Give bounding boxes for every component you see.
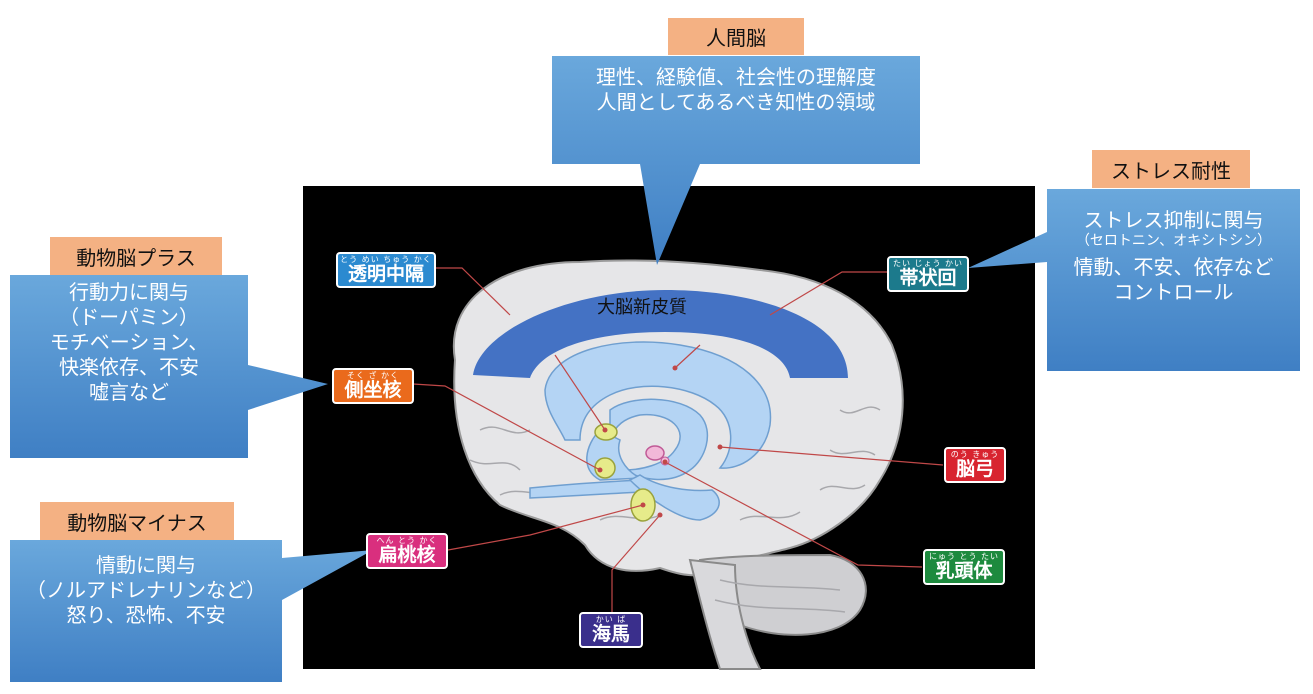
- left-minus-line-2: （ノルアドレナリンなど）: [26, 578, 266, 602]
- left-plus-line-4: 快楽依存、不安: [59, 355, 199, 379]
- top-line-1: 理性、経験値、社会性の理解度: [596, 65, 876, 89]
- accumbens-text: 側坐核: [344, 379, 402, 401]
- septum-label: とう めい ちゅう かく 透明中隔: [336, 252, 436, 288]
- mammillary-text: 乳頭体: [935, 560, 993, 582]
- hippocampus-ruby: かい ば: [595, 615, 627, 624]
- top-title: 人間脳: [668, 18, 804, 55]
- left-minus-callout-shape: [10, 540, 373, 682]
- right-description: ストレス抑制に関与 （セロトニン、オキシトシン） 情動、不安、依存など コントロ…: [1047, 208, 1300, 305]
- accumbens-label: そく ざ かく 側坐核: [332, 368, 414, 404]
- cingulate-ruby: たい じょう かい: [892, 259, 964, 268]
- hippocampus-text: 海馬: [591, 623, 630, 645]
- amygdala-label: へん とう かく 扁桃核: [366, 533, 448, 569]
- top-description: 理性、経験値、社会性の理解度 人間としてあるべき知性の領域: [552, 65, 920, 115]
- left-plus-callout-shape: [10, 275, 328, 458]
- top-callout-shape: [552, 56, 920, 265]
- left-plus-line-3: モチベーション、: [49, 330, 209, 354]
- accumbens-ruby: そく ざ かく: [346, 371, 400, 380]
- left-plus-title: 動物脳プラス: [50, 237, 222, 275]
- fornix-label: のう きゅう 脳弓: [944, 447, 1006, 483]
- right-callout-shape: [968, 189, 1300, 371]
- left-plus-line-1: 行動力に関与: [69, 280, 189, 304]
- fornix-ruby: のう きゅう: [950, 450, 1000, 459]
- left-plus-line-5: 嘘言など: [89, 380, 169, 404]
- cingulate-label: たい じょう かい 帯状回: [887, 256, 969, 292]
- brain-illustration: [452, 259, 904, 670]
- top-line-2: 人間としてあるべき知性の領域: [596, 90, 876, 114]
- left-minus-title: 動物脳マイナス: [40, 502, 234, 540]
- left-plus-description: 行動力に関与 （ドーパミン） モチベーション、 快楽依存、不安 嘘言など: [10, 280, 248, 405]
- right-line-2: （セロトニン、オキシトシン）: [1075, 233, 1272, 249]
- right-line-4: コントロール: [1113, 279, 1234, 304]
- right-title: ストレス耐性: [1092, 150, 1250, 188]
- right-line-1: ストレス抑制に関与: [1083, 208, 1264, 232]
- left-minus-description: 情動に関与 （ノルアドレナリンなど） 怒り、恐怖、不安: [10, 553, 282, 628]
- septum-ruby: とう めい ちゅう かく: [340, 255, 432, 264]
- amygdala-text: 扁桃核: [378, 544, 436, 566]
- cingulate-text: 帯状回: [899, 267, 957, 289]
- septum-text: 透明中隔: [347, 263, 424, 285]
- fornix-text: 脳弓: [955, 458, 994, 480]
- cortex-label: 大脳新皮質: [597, 297, 687, 318]
- left-minus-line-3: 怒り、恐怖、不安: [66, 603, 226, 627]
- amygdala-ruby: へん とう かく: [376, 536, 438, 545]
- mammillary-label: にゅう とう たい 乳頭体: [923, 549, 1005, 585]
- left-minus-line-1: 情動に関与: [96, 553, 196, 577]
- hippocampus-label: かい ば 海馬: [579, 612, 643, 648]
- left-plus-line-2: （ドーパミン）: [59, 305, 199, 329]
- mammillary-ruby: にゅう とう たい: [928, 552, 1000, 561]
- right-line-3: 情動、不安、依存など: [1073, 254, 1274, 279]
